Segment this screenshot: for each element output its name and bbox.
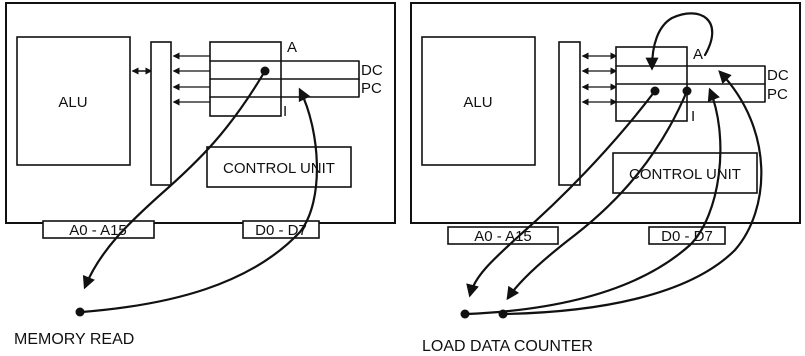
memory-read-path: [75, 66, 319, 317]
register-pc-label: PC: [767, 86, 788, 103]
address-bus-label: A0 - A15: [474, 228, 532, 245]
alu-block: [16, 36, 131, 166]
data-in-arrow: [465, 87, 722, 316]
internal-bus: [150, 41, 172, 186]
memory-dot: [460, 309, 470, 319]
address-out-arrow: [82, 69, 267, 290]
register-a-label: A: [287, 39, 297, 56]
address-out-arrow: [466, 89, 657, 298]
register-i-label: I: [691, 108, 695, 125]
register-dc-label: DC: [767, 67, 789, 84]
register-a-label: A: [693, 46, 703, 63]
load-data-counter-path: [460, 12, 763, 319]
alu-label: ALU: [58, 94, 87, 111]
address-bus-box: [447, 226, 559, 245]
bus-register-arrows: [172, 52, 211, 106]
load-data-counter-panel: ALU A DC PC I CONTROL UNIT A0 - A15 D0 -…: [410, 2, 801, 355]
control-unit-block: [206, 146, 352, 188]
bus-register-arrows: [581, 52, 618, 106]
address-out-arrow-2: [506, 89, 689, 301]
register-pc-label: PC: [361, 80, 382, 97]
internal-bus: [558, 41, 581, 186]
register-i-label: I: [283, 103, 287, 120]
load-data-counter-caption: LOAD DATA COUNTER: [422, 338, 593, 355]
address-bus-box: [42, 220, 155, 239]
alu-label: ALU: [463, 94, 492, 111]
register-file: [209, 41, 360, 117]
data-bus-label: D0 - D7: [661, 228, 713, 245]
memory-dot: [75, 307, 85, 317]
control-unit-label: CONTROL UNIT: [223, 160, 335, 177]
control-unit-label: CONTROL UNIT: [629, 166, 741, 183]
data-bus-box: [648, 226, 726, 245]
alu-block: [421, 36, 536, 166]
data-bus-label: D0 - D7: [255, 222, 307, 239]
a-to-dc-arrow: [645, 12, 714, 71]
data-in-arrow: [80, 87, 319, 314]
address-bus-label: A0 - A15: [69, 222, 127, 239]
register-dc-label: DC: [361, 62, 383, 79]
memory-read-caption: MEMORY READ: [14, 331, 134, 348]
memory-read-panel: ALU A DC PC I CONTROL UNIT A0 - A15 D0 -…: [5, 2, 396, 348]
data-bus-box: [242, 220, 320, 239]
data-in-arrow-2: [503, 70, 763, 316]
